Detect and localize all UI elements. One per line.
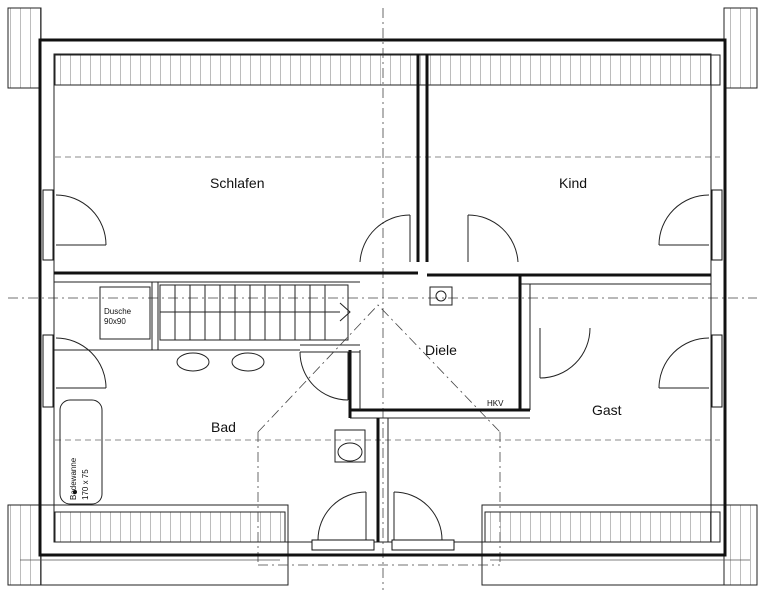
- shower-label: Dusche: [104, 307, 132, 316]
- room-label-schlafen: Schlafen: [210, 175, 264, 191]
- room-label-kind: Kind: [559, 175, 587, 191]
- outer-walls: [38, 38, 727, 557]
- staircase: [159, 284, 351, 341]
- bathroom-fixtures: [59, 286, 366, 505]
- tub-label: Badewanne: [69, 457, 78, 500]
- bathtub-labels: Badewanne 170 x 75: [69, 457, 90, 500]
- tub-size: 170 x 75: [81, 469, 90, 500]
- roof-lines: [8, 8, 757, 590]
- room-label-gast: Gast: [592, 402, 622, 418]
- chimney: [429, 286, 453, 306]
- heater-label: HKV: [487, 399, 504, 408]
- shower-size: 90x90: [104, 317, 126, 326]
- windows: [42, 189, 723, 551]
- roof-hatching: [7, 7, 758, 586]
- interior-walls: [54, 54, 711, 542]
- room-label-bad: Bad: [211, 419, 236, 435]
- room-label-diele: Diele: [425, 342, 457, 358]
- doors: [55, 194, 710, 541]
